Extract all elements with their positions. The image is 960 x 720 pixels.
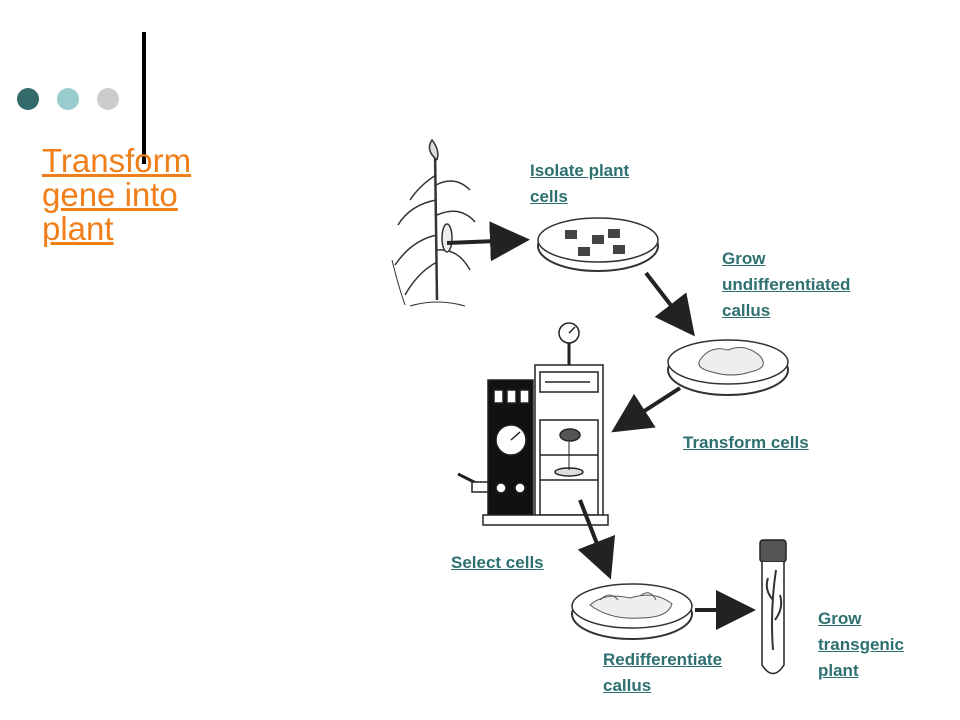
petri-dish-redifferentiate bbox=[571, 583, 693, 640]
step-label-select[interactable]: Select cells bbox=[451, 553, 544, 572]
arrow-dish-to-callus bbox=[644, 271, 695, 337]
petri-dish-callus bbox=[667, 339, 789, 396]
step-label-redifferentiate[interactable]: Redifferentiate callus bbox=[603, 650, 723, 695]
arrow-gun-to-dish bbox=[577, 499, 616, 580]
arrow-plant-to-dish bbox=[446, 221, 530, 262]
gene-gun-illustration bbox=[457, 322, 609, 526]
header-dot-dark bbox=[17, 88, 39, 110]
step-label-grow-plant[interactable]: Grow transgenic plant bbox=[818, 609, 904, 680]
petri-dish-cells bbox=[537, 217, 659, 272]
header-dot-grey bbox=[97, 88, 119, 110]
slide-title[interactable]: Transform gene into plant bbox=[42, 142, 192, 247]
test-tube-plant bbox=[759, 539, 787, 675]
step-label-transform[interactable]: Transform cells bbox=[683, 433, 809, 452]
header-dot-light bbox=[57, 88, 79, 110]
step-label-grow-callus[interactable]: Grow undifferentiated callus bbox=[722, 249, 851, 320]
header-divider bbox=[142, 32, 146, 164]
arrow-callus-to-gun bbox=[611, 386, 682, 433]
step-label-isolate[interactable]: Isolate plant cells bbox=[530, 161, 630, 206]
corn-plant-illustration bbox=[391, 138, 476, 307]
